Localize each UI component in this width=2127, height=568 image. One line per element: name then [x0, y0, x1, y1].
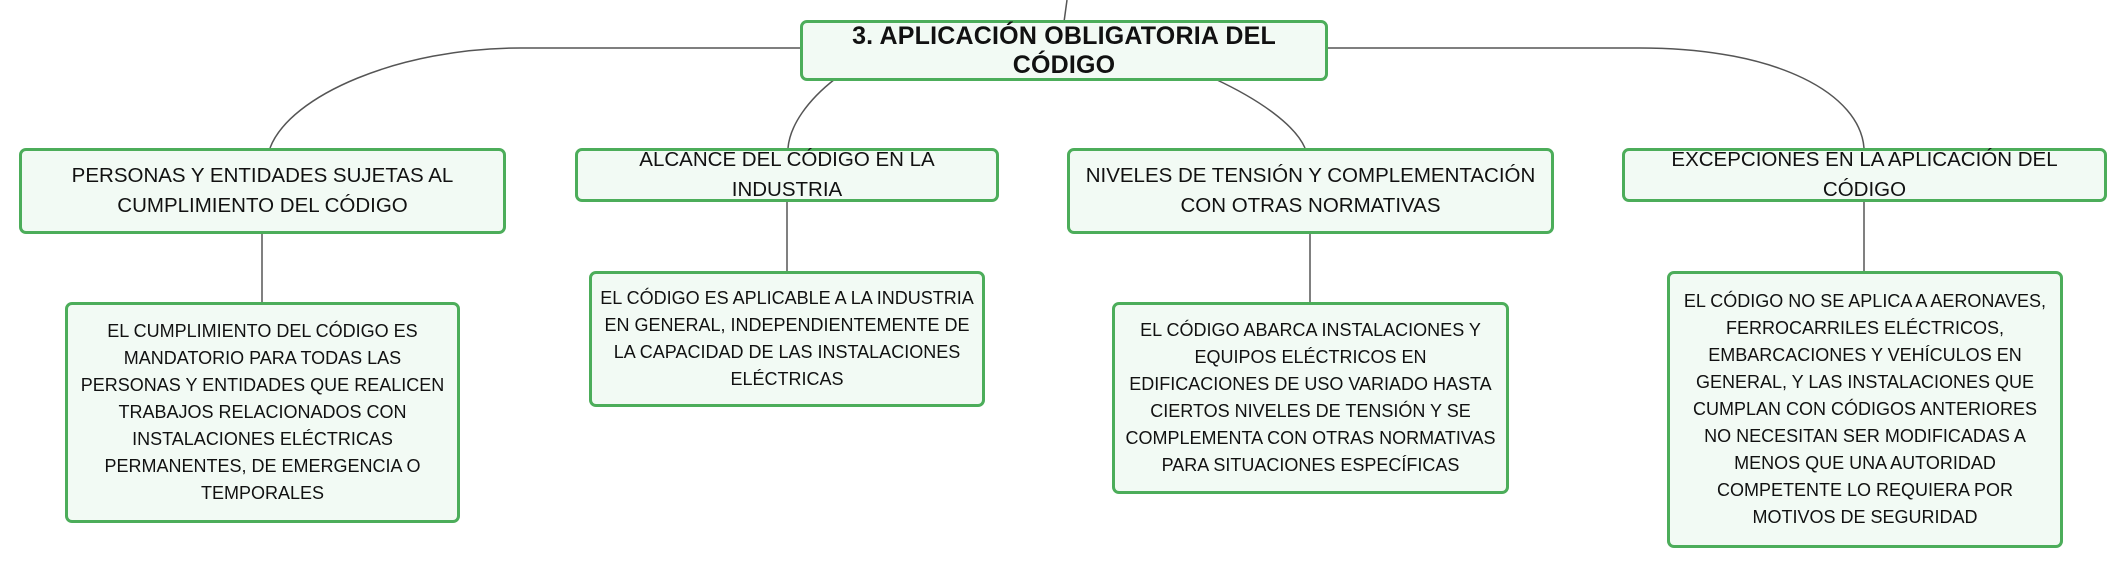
central-topic-label: 3. APLICACIÓN OBLIGATORIA DEL CÓDIGO	[852, 21, 1276, 79]
topic-label: NIVELES DE TENSIÓN Y COMPLEMENTACIÓN CON…	[1085, 164, 1536, 217]
detail-niveles-tension[interactable]: EL CÓDIGO ABARCA INSTALACIONES Y EQUIPOS…	[1112, 302, 1509, 494]
central-topic[interactable]: 3. APLICACIÓN OBLIGATORIA DEL CÓDIGO	[800, 20, 1328, 81]
topic-niveles-tension[interactable]: NIVELES DE TENSIÓN Y COMPLEMENTACIÓN CON…	[1067, 148, 1554, 234]
connector-root-topic-3	[1214, 78, 1306, 149]
connector-root-topic-4	[1327, 47, 1865, 149]
detail-text: EL CÓDIGO ABARCA INSTALACIONES Y EQUIPOS…	[1125, 320, 1496, 475]
detail-alcance-industria[interactable]: EL CÓDIGO ES APLICABLE A LA INDUSTRIA EN…	[589, 271, 985, 407]
detail-text: EL CÓDIGO ES APLICABLE A LA INDUSTRIA EN…	[600, 288, 974, 389]
topic-label: ALCANCE DEL CÓDIGO EN LA INDUSTRIA	[639, 148, 935, 201]
detail-personas-entidades[interactable]: EL CUMPLIMIENTO DEL CÓDIGO ES MANDATORIO…	[65, 302, 460, 523]
topic-label: EXCEPCIONES EN LA APLICACIÓN DEL CÓDIGO	[1671, 148, 2058, 201]
topic-label: PERSONAS Y ENTIDADES SUJETAS AL CUMPLIMI…	[71, 164, 454, 217]
connector-root-topic-2	[787, 78, 836, 149]
detail-text: EL CUMPLIMIENTO DEL CÓDIGO ES MANDATORIO…	[80, 321, 445, 503]
detail-excepciones[interactable]: EL CÓDIGO NO SE APLICA A AERONAVES, FERR…	[1667, 271, 2063, 548]
connector-parent	[1063, 0, 1068, 23]
detail-text: EL CÓDIGO NO SE APLICA A AERONAVES, FERR…	[1683, 291, 2047, 527]
topic-alcance-industria[interactable]: ALCANCE DEL CÓDIGO EN LA INDUSTRIA	[575, 148, 999, 202]
topic-personas-entidades[interactable]: PERSONAS Y ENTIDADES SUJETAS AL CUMPLIMI…	[19, 148, 506, 234]
topic-excepciones[interactable]: EXCEPCIONES EN LA APLICACIÓN DEL CÓDIGO	[1622, 148, 2107, 202]
connector-root-topic-1	[269, 47, 802, 149]
